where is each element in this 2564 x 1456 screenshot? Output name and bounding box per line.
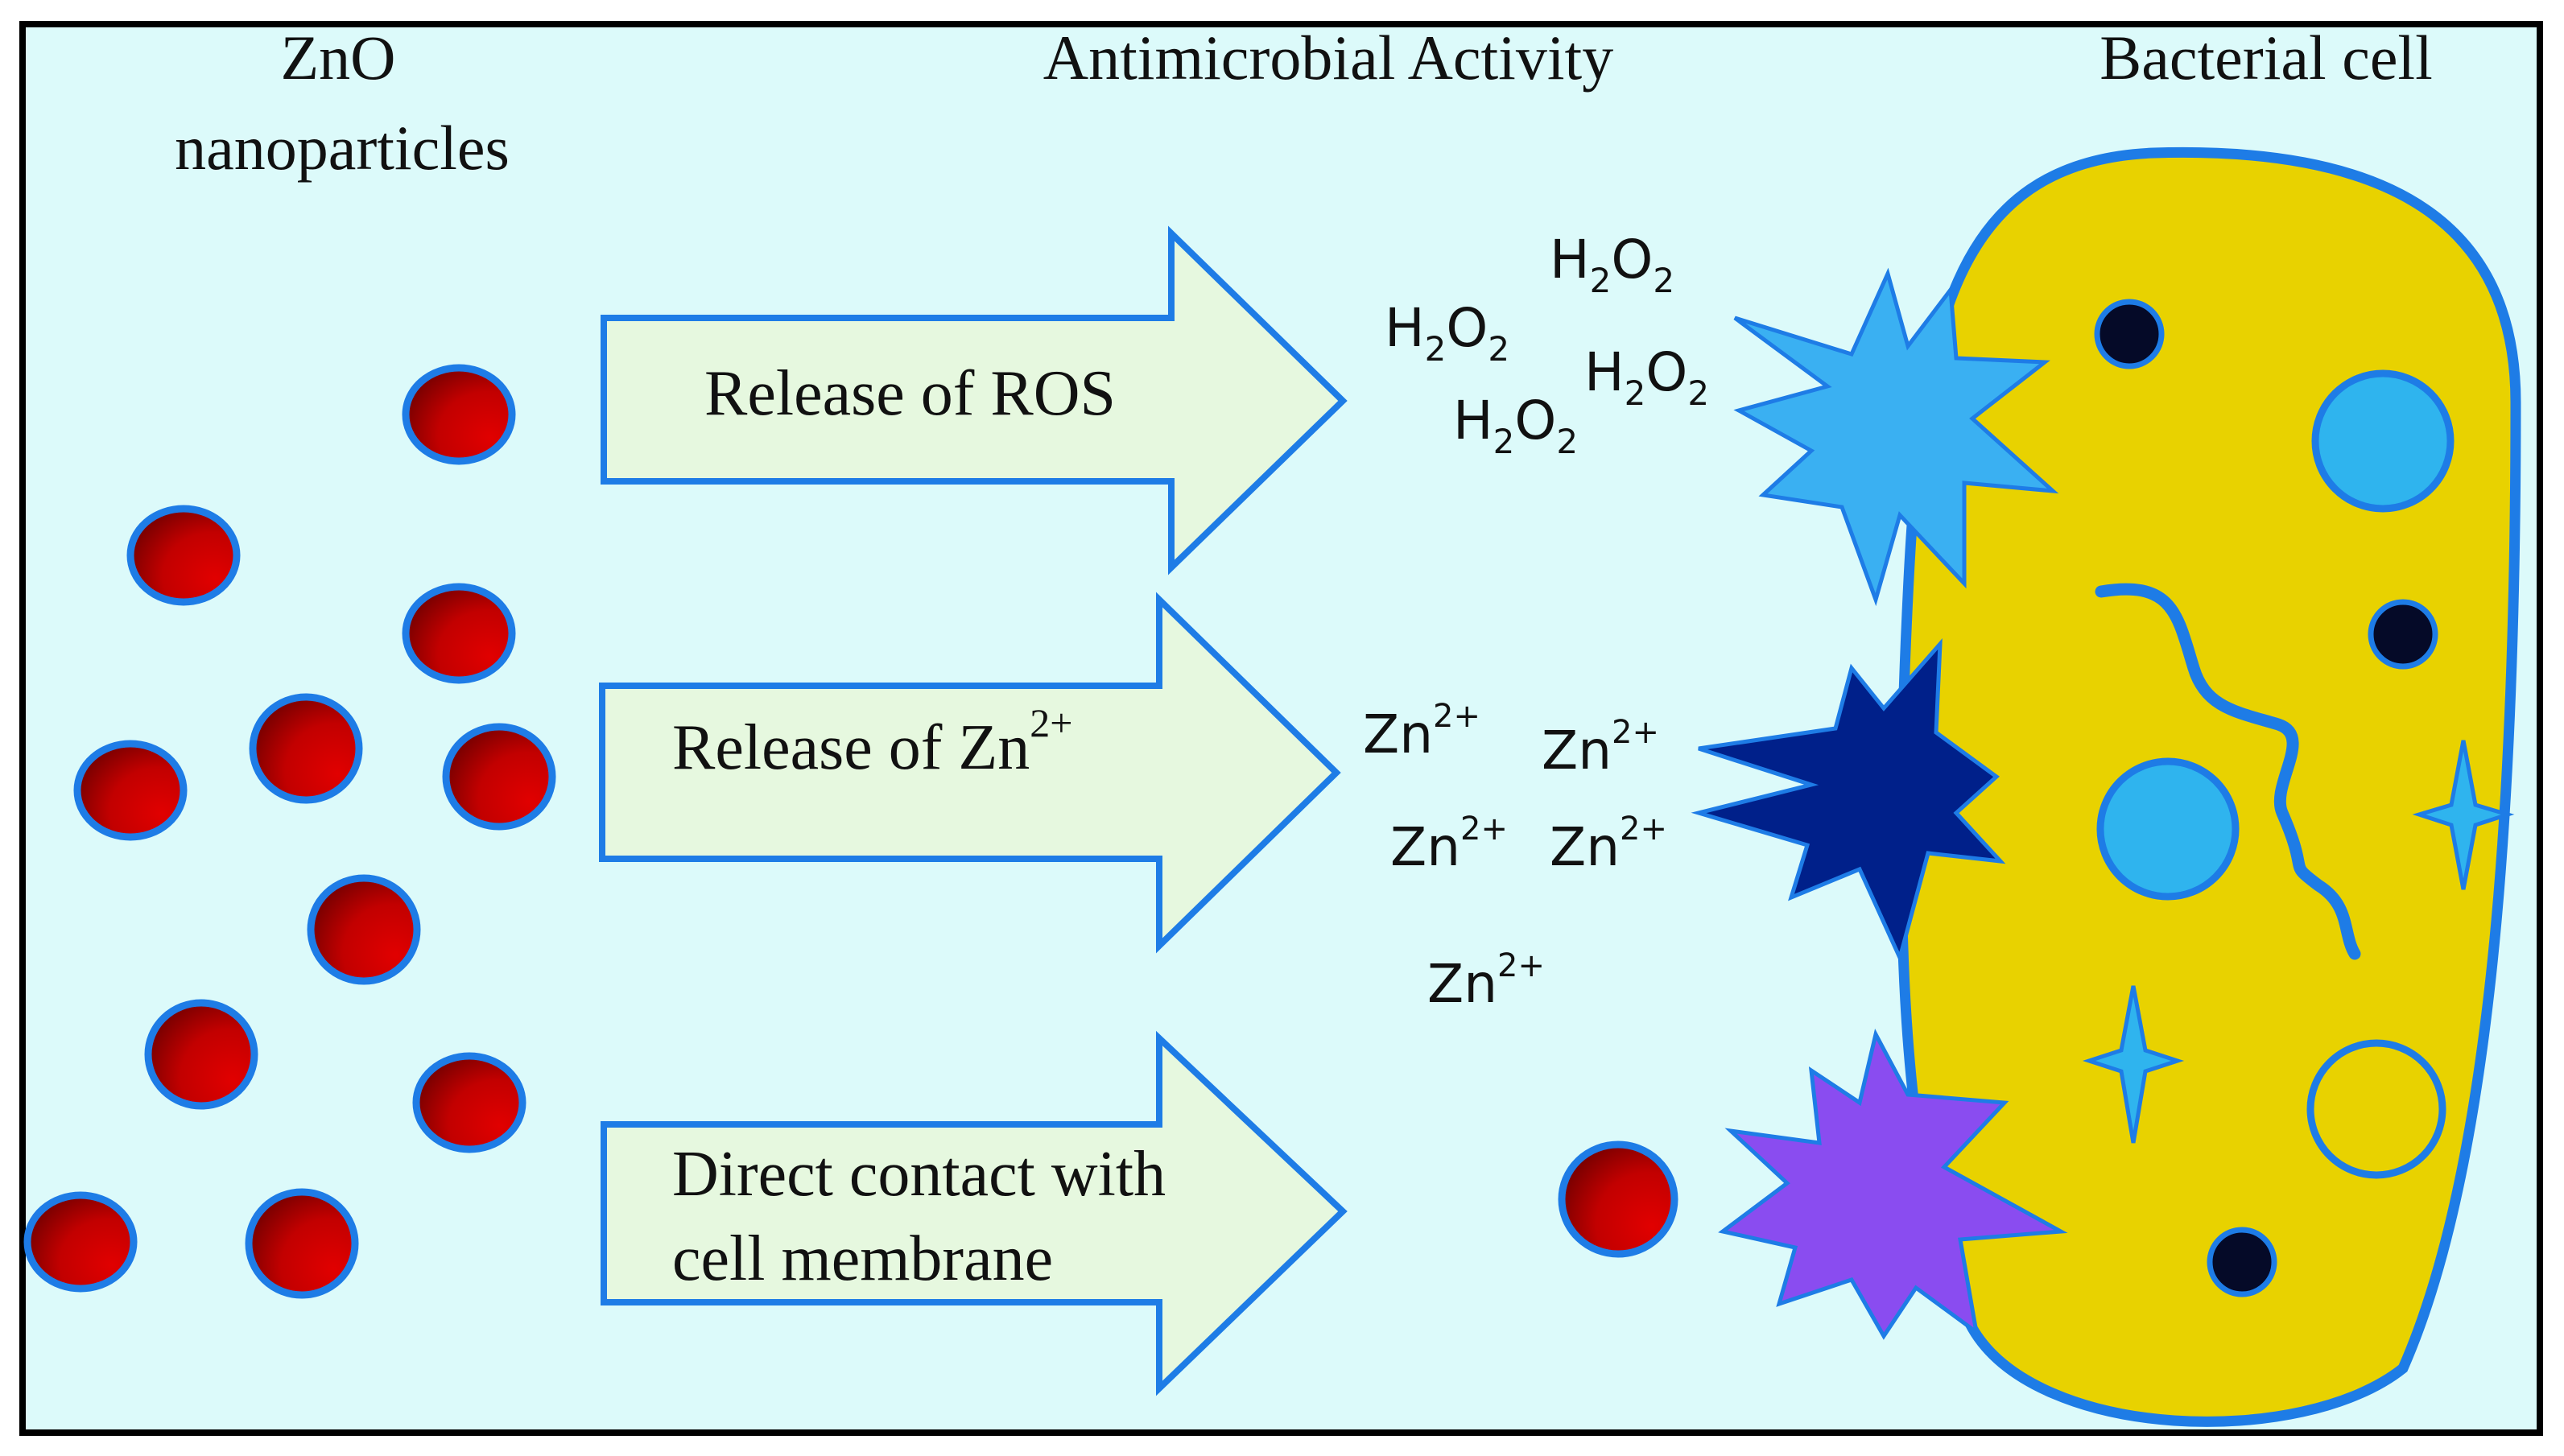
contact-burst-icon: [1718, 1028, 2068, 1340]
granule: [2368, 599, 2438, 670]
arrow-release-ros: [601, 225, 1348, 575]
arrow-direct-contact: [601, 1030, 1348, 1396]
label-release-zinc-superscript: 2+: [1030, 700, 1072, 745]
nanoparticle: [402, 583, 516, 684]
zinc-burst-icon: [1691, 637, 2006, 964]
zinc-ion-label: Zn2+: [1542, 714, 1659, 782]
nanoparticle-contact: [1558, 1140, 1678, 1258]
nanoparticle: [73, 740, 188, 841]
nanoparticle: [402, 364, 516, 465]
h2o2-label: H2O2: [1453, 390, 1578, 461]
nanoparticle: [245, 1188, 359, 1299]
ros-burst-icon: [1733, 267, 2059, 607]
nanoparticle: [249, 693, 363, 804]
heading-antimicrobial-activity: Antimicrobial Activity: [1043, 23, 1613, 93]
nanoparticle: [144, 999, 258, 1110]
granule: [2207, 1227, 2277, 1297]
vacuole: [2096, 757, 2240, 901]
granule: [2094, 299, 2165, 369]
vacuole-empty: [2306, 1039, 2446, 1179]
zinc-ion-label: Zn2+: [1390, 810, 1508, 878]
nanoparticle: [442, 723, 556, 831]
heading-zno: ZnO: [281, 23, 396, 93]
label-direct-contact-line2: cell membrane: [672, 1223, 1053, 1294]
sparkle-icon: [2412, 740, 2515, 890]
zinc-ion-label: Zn2+: [1363, 698, 1480, 765]
sparkle-icon: [2082, 985, 2185, 1144]
nanoparticle: [307, 874, 421, 985]
h2o2-label: H2O2: [1584, 341, 1709, 413]
vacuole: [2311, 369, 2455, 513]
nanoparticle: [126, 505, 241, 606]
heading-bacterial-cell: Bacterial cell: [2100, 23, 2433, 93]
nanoparticle: [412, 1052, 526, 1153]
label-release-ros: Release of ROS: [704, 358, 1116, 429]
arrow-release-zinc: [599, 592, 1341, 954]
heading-nanoparticles: nanoparticles: [175, 113, 510, 183]
nanoparticle: [23, 1191, 138, 1293]
nanoparticle-cluster: [23, 364, 556, 1299]
label-release-zinc-base: Release of Zn: [672, 712, 1030, 783]
label-release-zinc: Release of Zn2+: [672, 700, 1072, 783]
dna-strand: [2095, 583, 2361, 960]
label-direct-contact-line1: Direct contact with: [672, 1139, 1166, 1210]
h2o2-label: H2O2: [1385, 297, 1509, 369]
zinc-ion-label: Zn2+: [1550, 810, 1667, 878]
h2o2-label: H2O2: [1550, 229, 1674, 300]
zinc-ion-label: Zn2+: [1427, 947, 1545, 1015]
